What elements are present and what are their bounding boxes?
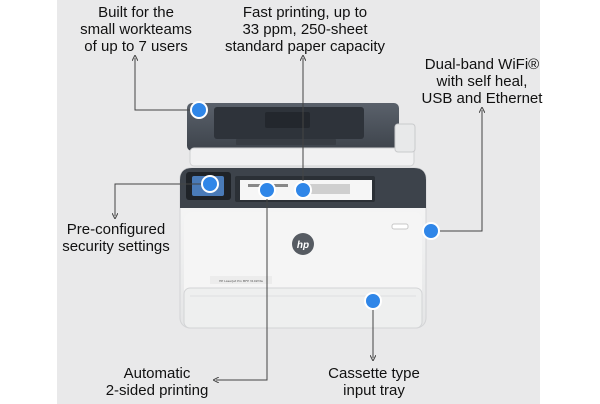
hotspot-dot-security[interactable] (201, 175, 219, 193)
hotspot-dot-workteams[interactable] (190, 101, 208, 119)
hp-logo (292, 233, 314, 255)
hotspot-dot-duplex[interactable] (258, 181, 276, 199)
feature-tray-label: Cassette type input tray (328, 365, 420, 399)
feature-speed-label: Fast printing, up to 33 ppm, 250-sheet s… (224, 4, 386, 55)
scanner-base (189, 147, 415, 167)
status-light (391, 223, 409, 230)
hotspot-dot-speed[interactable] (294, 181, 312, 199)
hotspot-dot-tray[interactable] (364, 292, 382, 310)
hotspot-dot-wifi[interactable] (422, 222, 440, 240)
feature-duplex-label: Automatic 2-sided printing (105, 365, 209, 399)
callout-arrow-workteams (135, 58, 199, 111)
model-plate: HP LaserJet Pro MFP 3102fdw (219, 279, 263, 283)
scanner-hinge (394, 123, 416, 153)
hp-logo-text: hp (297, 240, 309, 251)
callout-arrow-security (115, 183, 210, 216)
callout-arrow-wifi (431, 110, 482, 232)
feature-wifi-label: Dual-band WiFi® with self heal, USB and … (421, 56, 543, 107)
callout-lines (115, 58, 482, 380)
callout-arrow-duplex (216, 190, 268, 380)
feature-security-label: Pre-configured security settings (62, 221, 170, 255)
feature-workteams-label: Built for the small workteams of up to 7… (80, 4, 192, 55)
adf-lid (187, 103, 399, 151)
